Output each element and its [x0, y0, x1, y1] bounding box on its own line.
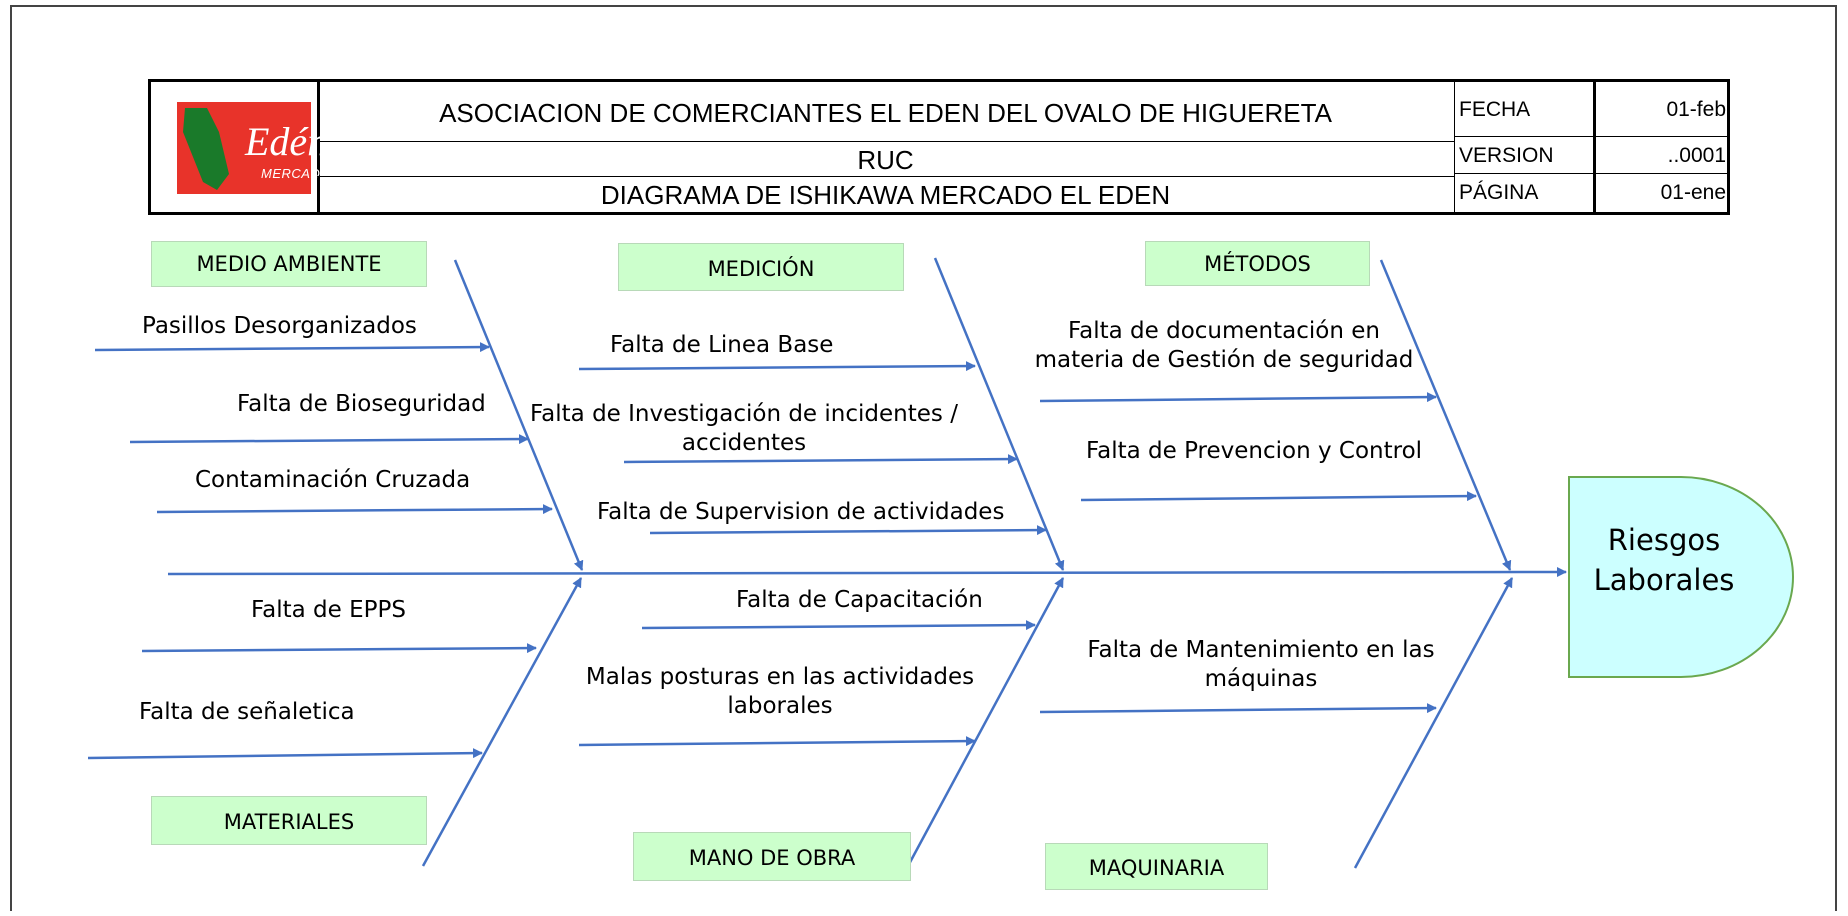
cause-documentacion: Falta de documentación en materia de Ges… — [1034, 317, 1414, 375]
sub-arrow-bioseguridad — [129, 434, 529, 445]
logo-subtext: MERCADO — [261, 166, 331, 181]
effect-label: Riesgos Laborales — [1569, 520, 1759, 600]
cause-documentacion-line1: Falta de documentación en — [1068, 318, 1380, 344]
meta-value: 01-feb — [1666, 98, 1726, 121]
bone-metodos — [1379, 259, 1512, 571]
logo-cell: Edén MERCADO — [151, 82, 330, 212]
cause-investigacion: Falta de Investigación de incidentes / a… — [529, 400, 959, 458]
cause-pasillos: Pasillos Desorganizados — [142, 313, 417, 339]
bone-medio-ambiente — [453, 259, 584, 571]
category-medio-ambiente: MEDIO AMBIENTE — [151, 241, 427, 287]
meta-value: 01-ene — [1660, 181, 1726, 204]
category-materiales: MATERIALES — [151, 796, 427, 845]
meta-row-pagina: PÁGINA 01-ene — [1455, 174, 1728, 212]
cause-documentacion-line2: materia de Gestión de seguridad — [1034, 347, 1414, 373]
sub-arrow-posturas — [578, 736, 976, 747]
cause-linea-base: Falta de Linea Base — [610, 332, 834, 358]
meta-key: PÁGINA — [1459, 181, 1539, 204]
cause-contaminacion: Contaminación Cruzada — [195, 467, 471, 493]
cause-supervision: Falta de Supervision de actividades — [597, 499, 1005, 525]
header-table: Edén MERCADO ASOCIACION DE COMERCIANTES … — [148, 79, 1730, 215]
cause-investigacion-line1: Falta de Investigación de incidentes / — [530, 401, 958, 427]
effect-head-shape — [1568, 476, 1794, 678]
cause-prevencion: Falta de Prevencion y Control — [1086, 438, 1423, 464]
cause-epps: Falta de EPPS — [251, 597, 406, 623]
cause-mantenimiento: Falta de Mantenimiento en las máquinas — [1071, 636, 1451, 694]
bone-mano-obra — [906, 577, 1065, 867]
company-name: ASOCIACION DE COMERCIANTES EL EDEN DEL O… — [317, 82, 1454, 142]
cause-capacitacion: Falta de Capacitación — [736, 587, 983, 613]
sub-arrow-mantenimiento — [1039, 703, 1437, 714]
sub-arrow-capacitacion — [641, 620, 1036, 631]
meta-key: FECHA — [1459, 98, 1531, 121]
cause-posturas-line1: Malas posturas en las actividades — [585, 664, 975, 690]
category-metodos: MÉTODOS — [1145, 241, 1370, 286]
meta-row-version: VERSION ..0001 — [1455, 137, 1728, 174]
category-medicion: MEDICIÓN — [618, 243, 904, 291]
sub-arrow-senaletica — [87, 748, 483, 760]
spine-arrow — [167, 567, 1567, 578]
meta-divider — [1593, 82, 1596, 212]
sub-arrow-supervision — [649, 525, 1047, 536]
logo-text: Edén — [245, 119, 328, 164]
sub-arrow-investigacion — [623, 454, 1018, 465]
category-maquinaria: MAQUINARIA — [1045, 843, 1268, 890]
meta-key: VERSION — [1459, 144, 1554, 167]
cause-posturas-line2: laborales — [727, 693, 833, 719]
bone-medicion — [933, 257, 1065, 571]
document-title: DIAGRAMA DE ISHIKAWA MERCADO EL EDEN — [600, 180, 1171, 210]
bone-maquinaria — [1353, 577, 1514, 869]
logo-leaf-icon — [183, 108, 229, 190]
cause-mantenimiento-line2: máquinas — [1204, 666, 1318, 692]
sub-arrow-linea-base — [578, 361, 976, 372]
sub-arrow-epps — [141, 643, 537, 654]
page-frame — [10, 5, 1837, 911]
header-meta: FECHA 01-feb VERSION ..0001 PÁGINA 01-en… — [1454, 82, 1728, 212]
category-mano-obra: MANO DE OBRA — [633, 832, 911, 881]
meta-row-fecha: FECHA 01-feb — [1455, 82, 1728, 137]
cause-bioseguridad: Falta de Bioseguridad — [237, 391, 486, 417]
header-titles: ASOCIACION DE COMERCIANTES EL EDEN DEL O… — [317, 82, 1454, 212]
sub-arrow-prevencion — [1080, 491, 1477, 502]
cause-senaletica: Falta de señaletica — [139, 699, 355, 725]
bone-materiales — [421, 577, 583, 867]
effect-line2: Laborales — [1593, 563, 1735, 597]
effect-line1: Riesgos — [1607, 523, 1721, 557]
cause-investigacion-line2: accidentes — [681, 430, 807, 456]
cause-mantenimiento-line1: Falta de Mantenimiento en las — [1087, 637, 1435, 663]
cause-posturas: Malas posturas en las actividades labora… — [570, 663, 990, 721]
meta-value: ..0001 — [1667, 144, 1726, 167]
sub-arrow-pasillos — [94, 342, 490, 353]
eden-logo: Edén MERCADO — [177, 102, 330, 194]
sub-arrow-documentacion — [1039, 392, 1437, 403]
sub-arrow-contaminacion — [156, 504, 553, 515]
ruc-label: RUC — [317, 142, 1454, 177]
